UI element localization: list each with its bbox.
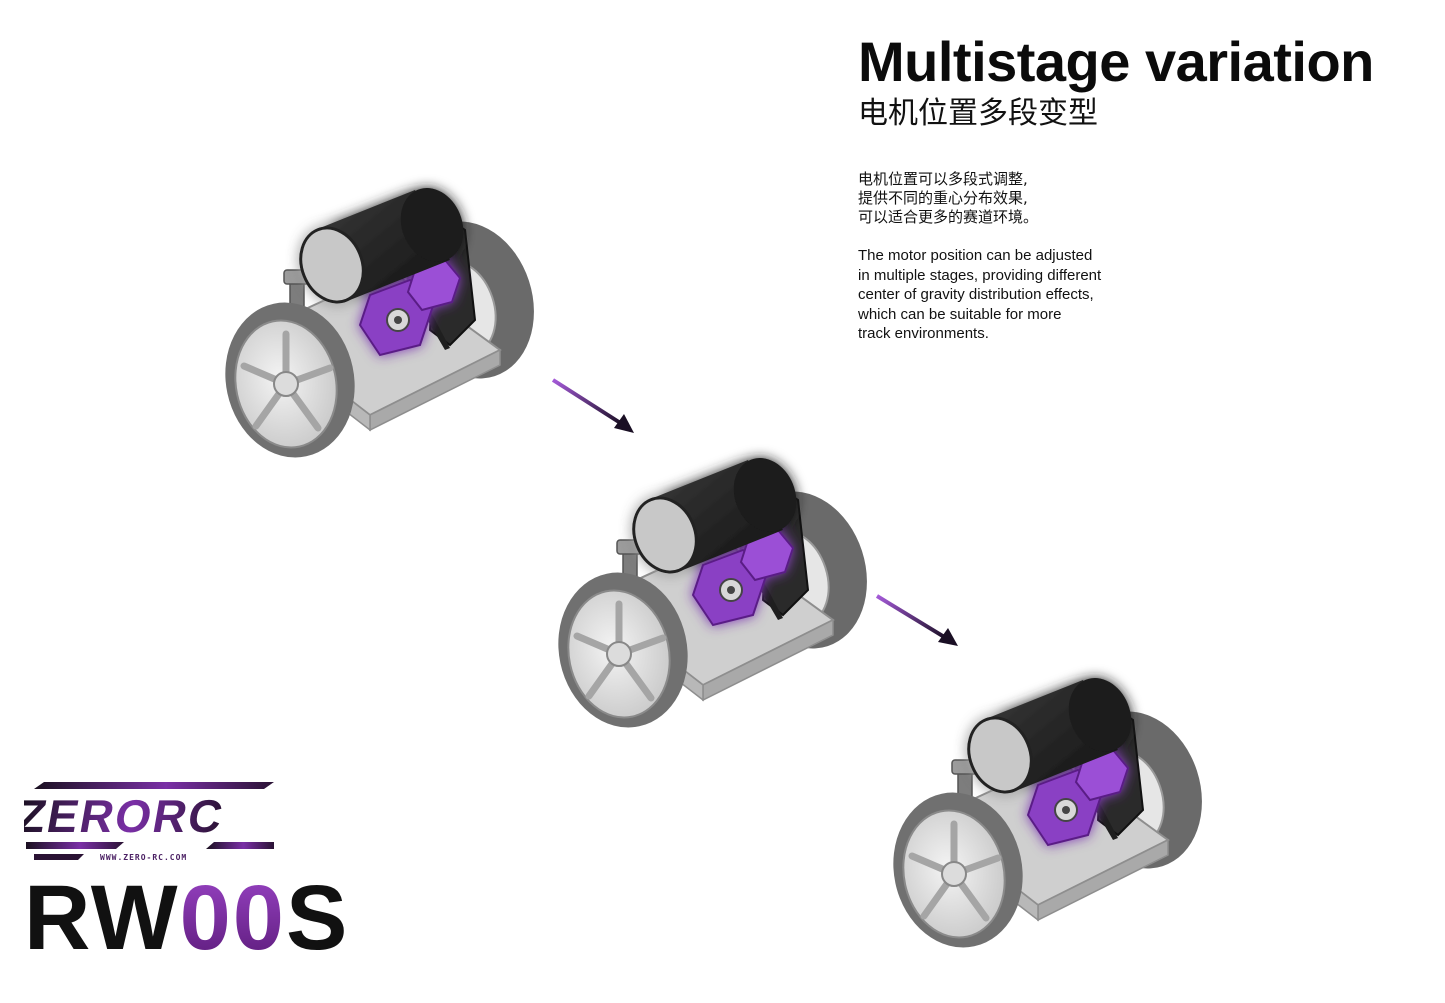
chassis-stage-3-illustration xyxy=(879,669,1222,960)
model-name: RW00S xyxy=(24,872,349,964)
arrow-stage-2-to-3 xyxy=(875,594,958,646)
description-cn-line: 可以适合更多的赛道环境。 xyxy=(858,208,1039,226)
description-en-line: center of gravity distribution effects, xyxy=(858,286,1094,303)
description-english: The motor position can be adjusted in mu… xyxy=(858,246,1101,344)
description-en-line: in multiple stages, providing different xyxy=(858,266,1102,284)
description-cn-line: 提供不同的重心分布效果, xyxy=(858,189,1028,207)
model-highlight: 00 xyxy=(179,867,286,969)
page-title: Multistage variation xyxy=(858,30,1374,93)
model-suffix: S xyxy=(285,867,350,969)
logo-wordmark: ZERORC xyxy=(24,790,228,842)
page-subtitle: 电机位置多段变型 xyxy=(858,96,1098,131)
zerorc-logo: ZERORC xyxy=(24,782,274,860)
description-en-line: track environments. xyxy=(858,325,989,342)
description-en-line: which can be suitable for more xyxy=(858,305,1062,323)
model-prefix: RW xyxy=(24,867,180,969)
arrow-stage-1-to-2 xyxy=(551,378,634,433)
description-en-line: The motor position can be adjusted xyxy=(858,247,1093,264)
description-cn-line: 电机位置可以多段式调整, xyxy=(858,170,1028,188)
brand-url: WWW.ZERO-RC.COM xyxy=(100,853,188,862)
chassis-stage-1-illustration xyxy=(211,179,554,470)
description-chinese: 电机位置可以多段式调整, 提供不同的重心分布效果, 可以适合更多的赛道环境。 xyxy=(858,170,1038,227)
chassis-stage-2-illustration xyxy=(544,449,887,740)
